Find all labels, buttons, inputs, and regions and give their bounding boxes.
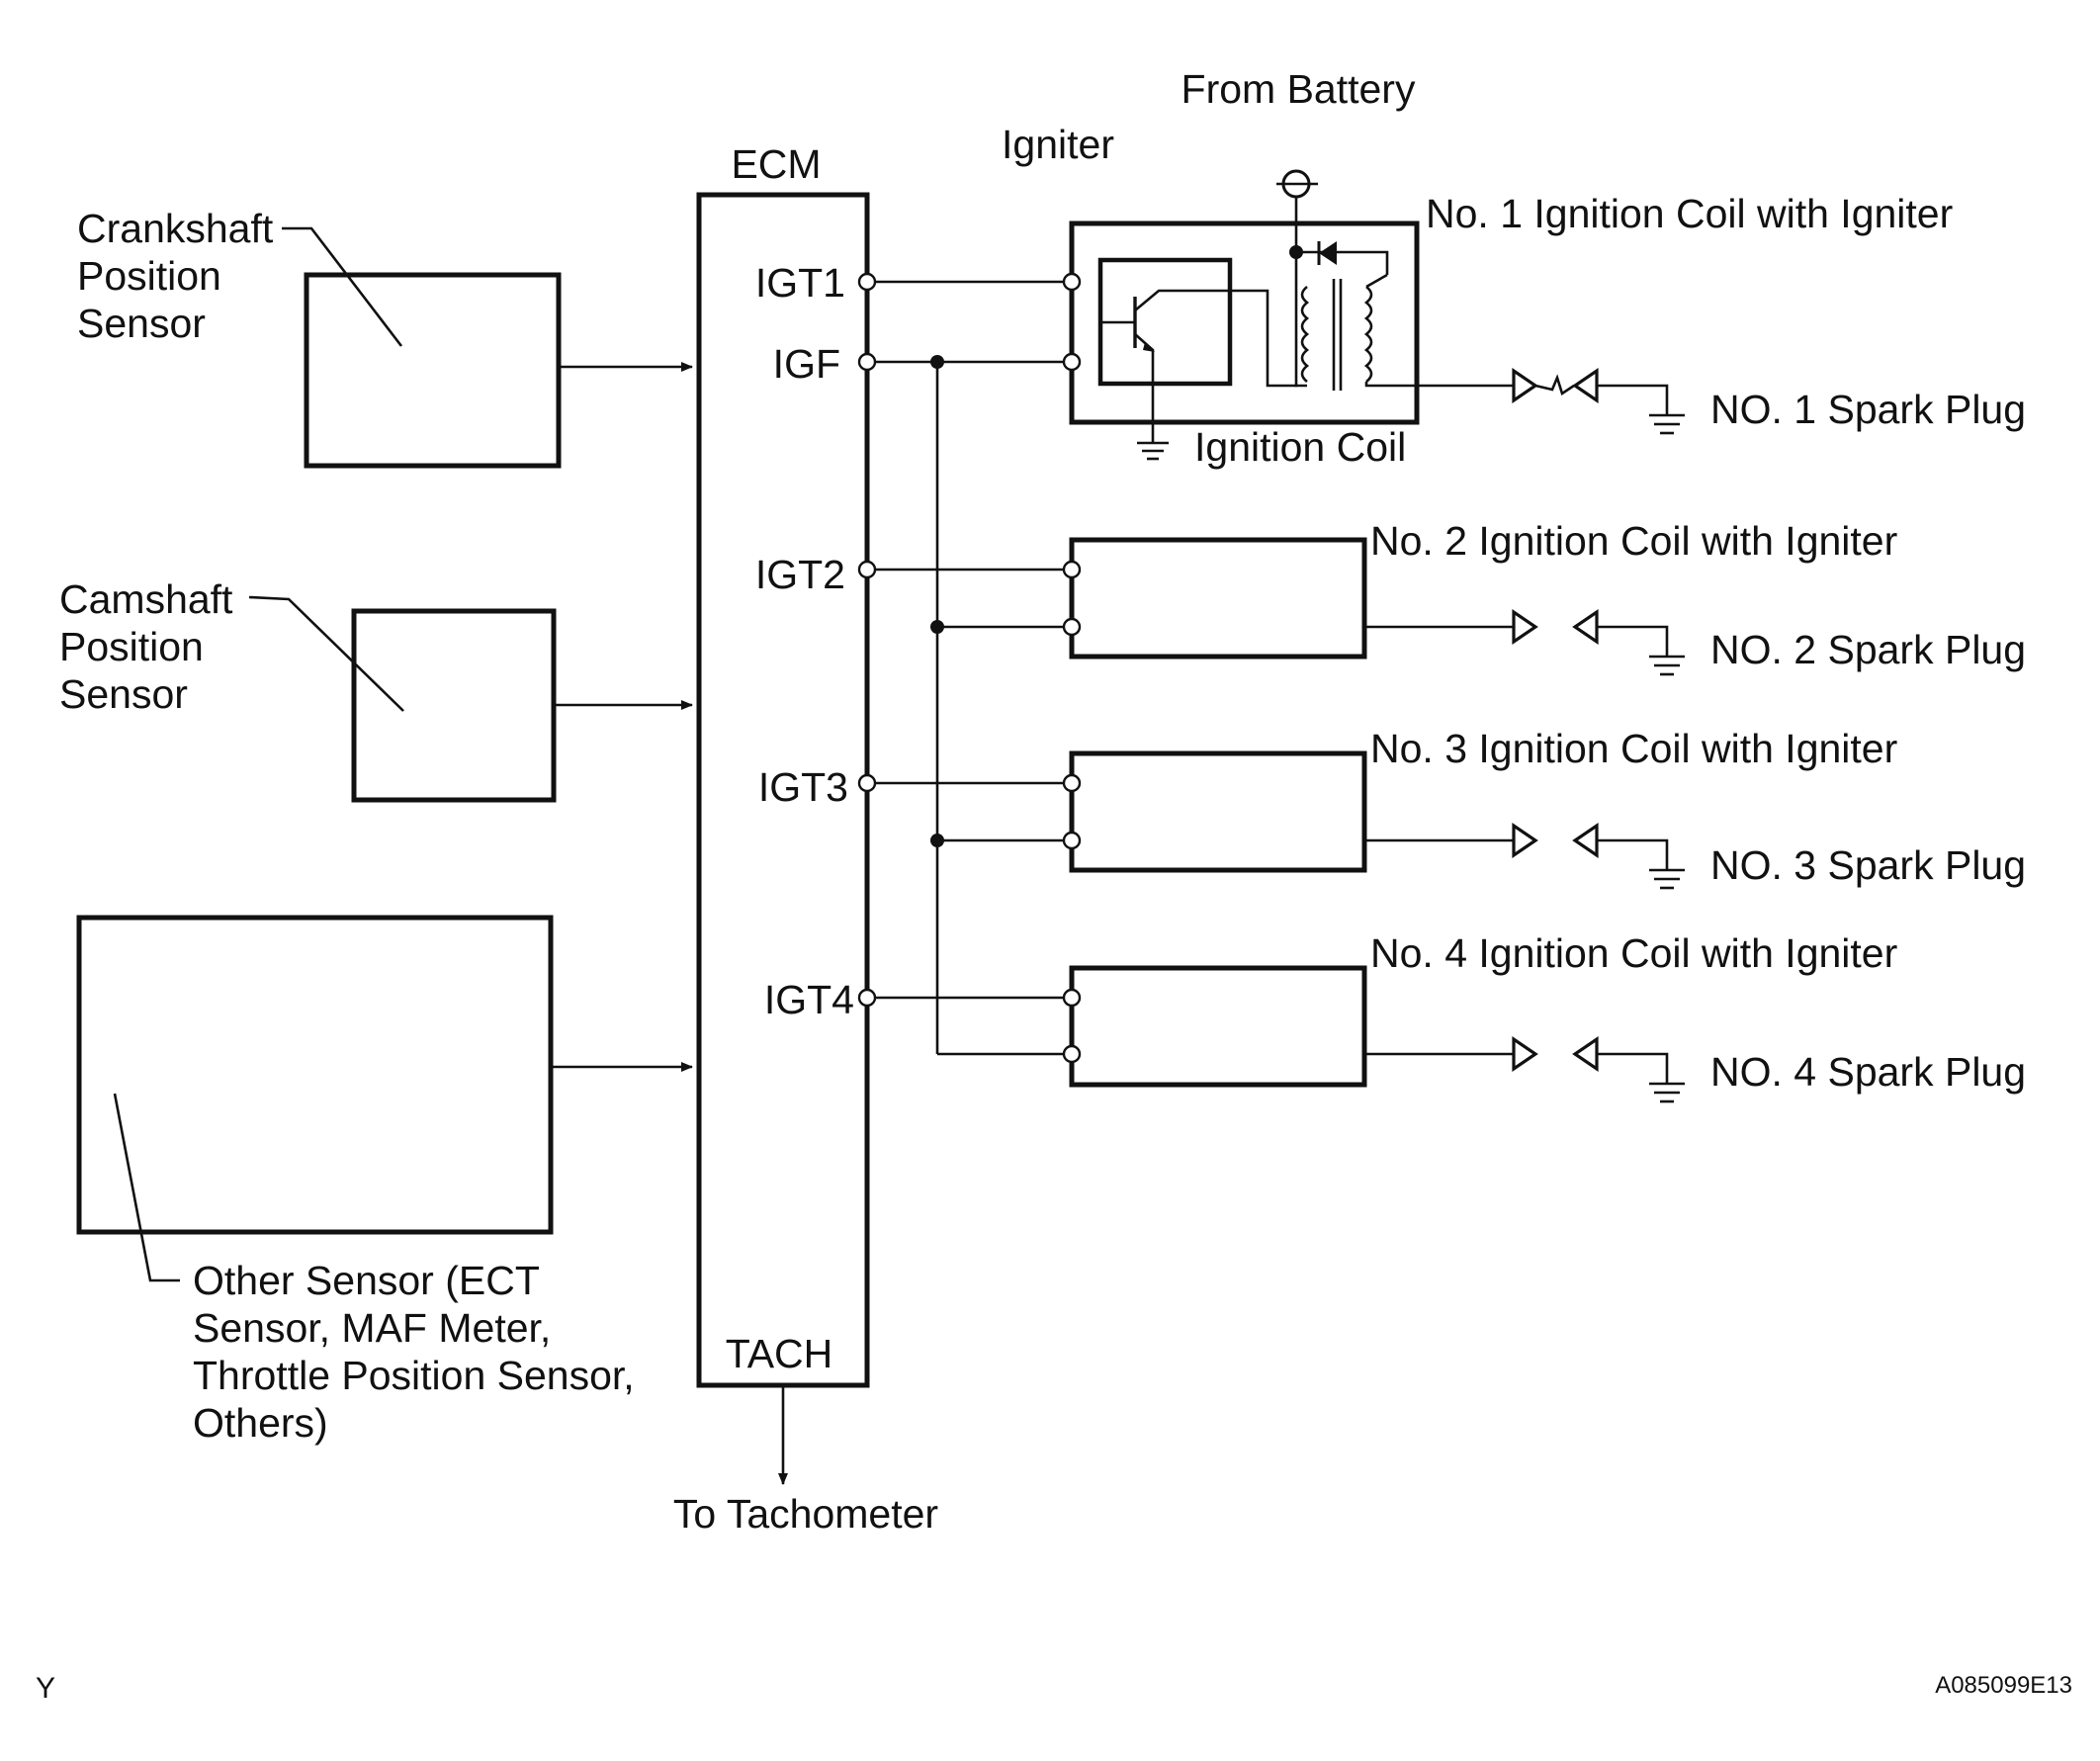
coil-3-label: No. 3 Ignition Coil with Igniter (1370, 726, 1897, 771)
camshaft-label-line-1: Camshaft (59, 576, 233, 622)
coil-4-box (1069, 965, 1367, 1088)
coil-2-terminal-igf (1062, 617, 1082, 637)
corner-letter: Y (36, 1672, 55, 1705)
igniter-label: Igniter (1002, 122, 1114, 167)
spark-plug-3-label: NO. 3 Spark Plug (1710, 842, 2026, 888)
other-sensor-box (76, 915, 554, 1235)
crankshaft-position-sensor: Crankshaft Position Sensor (77, 206, 693, 469)
crankshaft-label-line-1: Crankshaft (77, 206, 274, 251)
spark-plug-1-electrode-right (1572, 367, 1599, 404)
spark-plug-3-electrode-right (1572, 822, 1599, 859)
spark-plug-4-electrode-right (1572, 1035, 1599, 1073)
spark-plug-2-electrode-left (1512, 608, 1538, 646)
spark-plug-2-ground-wire (1597, 625, 1669, 657)
from-battery-label: From Battery (1181, 66, 1416, 112)
other-sensor-label-line-1: Other Sensor (ECT (193, 1258, 540, 1303)
other-sensor-label-line-2: Sensor, MAF Meter, (193, 1305, 551, 1351)
ignition-coil-4: No. 4 Ignition Coil with Igniter NO. 4 S… (1062, 930, 2026, 1103)
transistor-emitter-arrow (1143, 342, 1155, 352)
secondary-top-wire (1365, 273, 1388, 289)
pin-igt4-label: IGT4 (764, 977, 854, 1022)
crankshaft-label-line-2: Position (77, 253, 221, 299)
ecm-coil-wiring (857, 272, 1072, 1056)
ecm-terminal-igt3 (857, 773, 877, 793)
secondary-winding (1363, 285, 1373, 384)
primary-winding (1300, 285, 1310, 384)
spark-plug-1-electrode-left (1512, 367, 1538, 404)
coil-3-terminal-igf (1062, 831, 1082, 850)
spark-plug-1-ground-wire (1597, 384, 1669, 415)
ignition-coil-label: Ignition Coil (1194, 424, 1406, 470)
crankshaft-sensor-box (304, 272, 562, 469)
other-sensor-leader-line (113, 1093, 180, 1282)
spark-plug-1-gap (1534, 374, 1575, 396)
ecm-terminal-igt1 (857, 272, 877, 292)
igf-junction-1 (930, 355, 944, 369)
coil-1-terminal-igf (1062, 352, 1082, 372)
coil-2-terminal-igt (1062, 560, 1082, 579)
pin-igt1-label: IGT1 (755, 260, 845, 306)
coil-3-terminal-igt (1062, 773, 1082, 793)
spark-plug-1-label: NO. 1 Spark Plug (1710, 387, 2026, 432)
camshaft-label-line-3: Sensor (59, 671, 188, 717)
spark-plug-3-ground-wire (1597, 838, 1669, 870)
spark-plug-4-electrode-left (1512, 1035, 1538, 1073)
ignition-coil-1: No. 1 Ignition Coil with Igniter Ignitio… (1062, 169, 2026, 470)
transistor-collector-wire (1134, 289, 1297, 388)
pin-igf-label: IGF (773, 341, 840, 387)
pin-igt2-label: IGT2 (755, 552, 845, 597)
crankshaft-leader-line (282, 226, 403, 347)
diode-icon (1319, 241, 1337, 265)
pin-tach-label: TACH (726, 1331, 833, 1376)
ignition-coil-2: No. 2 Ignition Coil with Igniter NO. 2 S… (1062, 518, 2026, 676)
coil-1-label: No. 1 Ignition Coil with Igniter (1426, 191, 1953, 236)
other-sensor-label-line-3: Throttle Position Sensor, (193, 1353, 635, 1398)
camshaft-position-sensor: Camshaft Position Sensor (59, 576, 693, 803)
coil-1-terminal-igt (1062, 272, 1082, 292)
other-sensor-label-line-4: Others) (193, 1400, 328, 1446)
ecm-terminal-igt4 (857, 988, 877, 1008)
igf-junction-2 (930, 620, 944, 634)
figure-code: A085099E13 (1935, 1672, 2072, 1699)
other-sensors: Other Sensor (ECT Sensor, MAF Meter, Thr… (76, 915, 693, 1446)
spark-plug-4-ground-wire (1597, 1052, 1669, 1084)
crankshaft-label-line-3: Sensor (77, 301, 206, 346)
coil-1-hv-wire (1364, 382, 1514, 388)
coil-4-label: No. 4 Ignition Coil with Igniter (1370, 930, 1897, 976)
primary-supply-wire (1294, 252, 1307, 388)
spark-plug-2-label: NO. 2 Spark Plug (1710, 627, 2026, 672)
camshaft-sensor-box (351, 608, 557, 803)
spark-plug-3-electrode-left (1512, 822, 1538, 859)
coil-2-box (1069, 537, 1367, 660)
ecm-title: ECM (731, 141, 821, 187)
coil-4-terminal-igf (1062, 1044, 1082, 1064)
spark-plug-2-electrode-right (1572, 608, 1599, 646)
ecm-unit: ECM IGT1 IGF IGT2 IGT3 IGT4 TACH To Tach… (673, 141, 938, 1537)
ignition-coil-3: No. 3 Ignition Coil with Igniter NO. 3 S… (1062, 726, 2026, 890)
coil-3-box (1069, 750, 1367, 873)
to-tachometer-label: To Tachometer (673, 1491, 938, 1537)
camshaft-leader-line (248, 595, 404, 712)
ecm-terminal-igf (857, 352, 877, 372)
igf-junction-3 (930, 834, 944, 847)
pin-igt3-label: IGT3 (758, 764, 848, 810)
coil-4-terminal-igt (1062, 988, 1082, 1008)
coil-2-label: No. 2 Ignition Coil with Igniter (1370, 518, 1897, 564)
ecm-terminal-igt2 (857, 560, 877, 579)
camshaft-label-line-2: Position (59, 624, 204, 669)
spark-plug-4-label: NO. 4 Spark Plug (1710, 1049, 2026, 1095)
